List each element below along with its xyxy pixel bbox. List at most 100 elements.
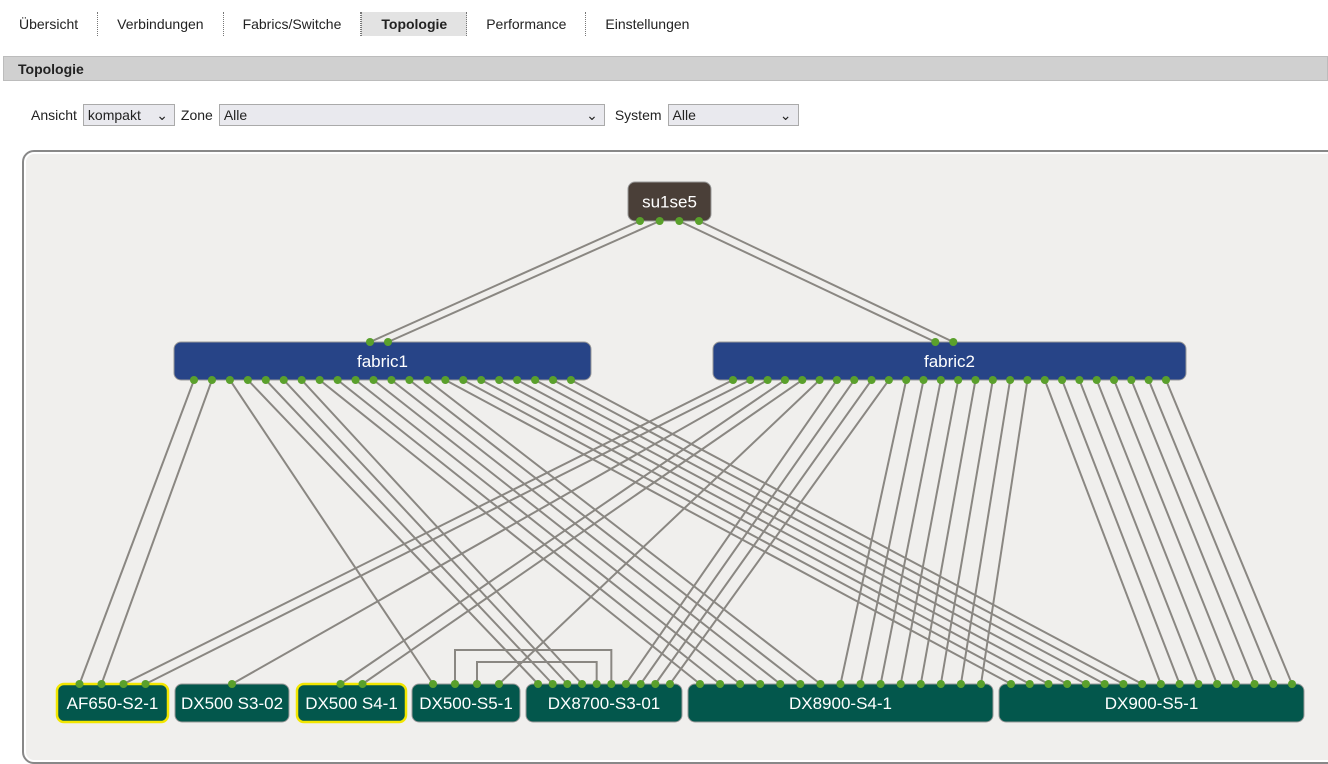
port-dot (225, 376, 234, 384)
port-dot (607, 680, 616, 688)
port-dot (919, 376, 928, 384)
link-line (265, 379, 554, 685)
link-line (444, 379, 1012, 685)
port-dot (495, 376, 504, 384)
node-label: su1se5 (642, 193, 697, 212)
port-dot (441, 376, 450, 384)
port-dot (383, 338, 392, 346)
port-dot (916, 680, 925, 688)
link-line (1130, 379, 1256, 685)
storage-node[interactable]: AF650-S2-1 (55, 682, 170, 724)
link-line (426, 379, 822, 685)
port-dot (816, 680, 825, 688)
tab-connections[interactable]: Verbindungen (98, 12, 224, 36)
node-label: DX8900-S4-1 (789, 694, 892, 713)
link-line (516, 379, 1087, 685)
link-line (669, 379, 890, 685)
port-dot (548, 680, 557, 688)
tab-settings[interactable]: Einstellungen (605, 16, 690, 32)
port-dot (977, 680, 985, 688)
port-dot (1058, 376, 1067, 384)
link-line (919, 379, 977, 685)
port-dot (1092, 376, 1101, 384)
storage-node[interactable]: DX8700-S3-01 (525, 683, 683, 723)
port-dot (936, 680, 945, 688)
port-dot (867, 376, 876, 384)
port-dot (228, 680, 236, 688)
fabric-node[interactable]: fabric2 (712, 341, 1187, 381)
port-dot (949, 338, 958, 346)
link-line (1061, 379, 1181, 685)
port-dot (636, 680, 645, 688)
zone-select[interactable]: Alle⌄ (218, 104, 605, 126)
node-label: AF650-S2-1 (67, 694, 159, 713)
storage-node[interactable]: DX8900-S4-1 (687, 683, 994, 723)
tab-fabrics-switches[interactable]: Fabrics/Switche (224, 12, 362, 36)
port-dot (1194, 680, 1203, 688)
storage-node[interactable]: DX500 S3-02 (174, 683, 290, 723)
tab-topology[interactable]: Topologie (361, 12, 468, 36)
port-dot (365, 338, 374, 346)
port-dot (636, 217, 644, 225)
port-dot (141, 680, 150, 688)
port-dot (696, 680, 704, 688)
port-dot (815, 376, 824, 384)
node-label: DX500-S5-1 (419, 694, 513, 713)
link-line (1165, 379, 1293, 685)
port-dot (756, 680, 765, 688)
port-dot (297, 376, 306, 384)
port-dot (1231, 680, 1240, 688)
port-dot (1127, 376, 1136, 384)
port-dot (315, 376, 324, 384)
link-line (231, 379, 769, 685)
link-line (959, 379, 1012, 685)
link-line (229, 379, 434, 685)
tab-performance[interactable]: Performance (467, 12, 587, 36)
node-label: DX900-S5-1 (1105, 694, 1199, 713)
link-line (336, 379, 721, 685)
port-dot (1007, 680, 1015, 688)
tab-overview[interactable]: Übersicht (0, 12, 99, 36)
port-dot (567, 376, 575, 384)
node-label: DX500 S3-02 (181, 694, 283, 713)
link-line (462, 379, 1031, 685)
node-label: DX8700-S3-01 (548, 694, 660, 713)
port-dot (387, 376, 396, 384)
port-dot (832, 376, 841, 384)
link-line (283, 379, 569, 685)
link-line (1113, 379, 1237, 685)
port-dot (666, 680, 674, 688)
port-dot (655, 217, 664, 225)
filter-bar: Ansicht kompakt⌄ Zone Alle⌄ System Alle⌄ (31, 104, 799, 126)
node-box (627, 181, 712, 222)
storage-node[interactable]: DX500-S5-1 (411, 683, 521, 723)
port-dot (495, 680, 503, 688)
port-dot (473, 680, 481, 688)
link-line (319, 379, 701, 685)
port-dot (1288, 680, 1296, 688)
port-dot (884, 376, 893, 384)
host-node[interactable]: su1se5 (627, 181, 712, 222)
node-label: DX500 S4-1 (305, 694, 398, 713)
link-line (339, 379, 786, 685)
port-dot (261, 376, 270, 384)
link-line (498, 379, 1068, 685)
port-dot (1081, 680, 1090, 688)
port-dot (1110, 376, 1119, 384)
port-dot (75, 680, 84, 688)
link-line (839, 379, 908, 685)
link-line (100, 379, 213, 685)
fabric-node[interactable]: fabric1 (173, 341, 592, 381)
port-dot (513, 376, 522, 384)
view-select[interactable]: kompakt⌄ (82, 104, 175, 126)
port-dot (119, 680, 128, 688)
port-dot (780, 376, 789, 384)
storage-node[interactable]: DX500 S4-1 (295, 682, 408, 724)
port-dot (531, 376, 540, 384)
storage-node[interactable]: DX900-S5-1 (998, 683, 1305, 723)
system-select[interactable]: Alle⌄ (667, 104, 799, 126)
port-dot (850, 376, 859, 384)
link-line (247, 379, 539, 685)
